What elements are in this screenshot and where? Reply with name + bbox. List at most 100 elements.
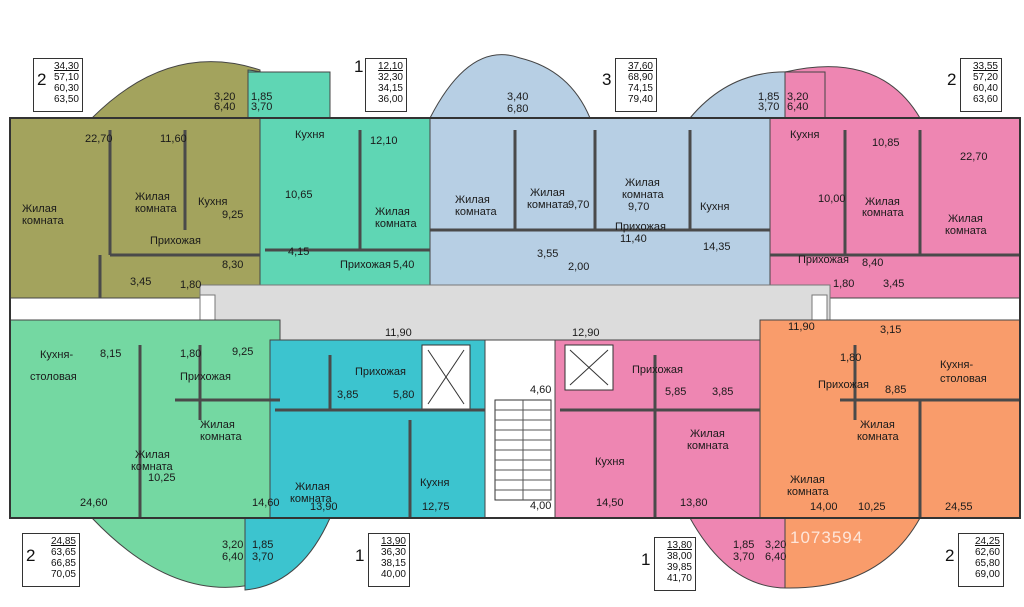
area-value: 3,70	[251, 101, 272, 113]
room-count: 3	[602, 70, 612, 89]
area-value: 13,80	[680, 497, 708, 509]
apt-top-pink-balcony	[784, 71, 826, 119]
area-value: 3,20	[214, 91, 235, 103]
label-room: Жилая	[625, 177, 660, 189]
area-value: 8,85	[885, 384, 906, 396]
label-hall: Прихожая	[632, 364, 683, 376]
area-value: 4,00	[530, 500, 551, 512]
area-value: 10,25	[858, 501, 886, 513]
room-count: 2	[947, 70, 957, 89]
interior-walls	[98, 130, 1020, 518]
label-room2: комната	[131, 461, 173, 473]
total-area: 63,65	[50, 547, 76, 558]
label-room: Жилая	[948, 213, 983, 225]
area-value: 4,15	[288, 246, 309, 258]
label-room: Жилая	[135, 191, 170, 203]
label-kitchen: Кухня	[295, 129, 324, 141]
area-with-loggia: 36,00	[377, 94, 403, 105]
total-area: 62,60	[974, 547, 1000, 558]
living-area: 12,10	[377, 61, 403, 72]
area-value: 3,70	[252, 551, 273, 563]
apartment-summary-bottom-c1: 1 13,90 36,30 38,15 40,00	[355, 533, 410, 587]
label-room2: комната	[22, 215, 64, 227]
label-room2: комната	[200, 431, 242, 443]
area-value: 8,40	[862, 257, 883, 269]
area-with-loggia: 63,50	[53, 94, 79, 105]
bay-window-bottom-left-b	[244, 517, 331, 591]
total-area: 38,00	[666, 551, 692, 562]
area-value: 1,85	[733, 539, 754, 551]
label-kitchen-dining2: столовая	[940, 373, 987, 385]
area-value: 3,70	[733, 551, 754, 563]
area-value: 3,20	[765, 539, 786, 551]
area-value: 9,25	[222, 209, 243, 221]
area-with-balcony: 65,80	[974, 558, 1000, 569]
area-value: 8,30	[222, 259, 243, 271]
label-kitchen-dining: Кухня-	[40, 349, 73, 361]
area-with-loggia: 40,00	[380, 569, 406, 580]
living-area: 13,90	[380, 536, 406, 547]
apt-bottom-orange	[759, 319, 1021, 519]
area-value: 1,80	[180, 348, 201, 360]
label-room2: комната	[687, 440, 729, 452]
label-room2: комната	[375, 218, 417, 230]
apartment-summary-top-c1: 1 12,10 32,30 34,15 36,00	[354, 58, 407, 112]
area-value: 10,25	[148, 472, 176, 484]
room-count: 1	[355, 546, 365, 565]
room-count: 1	[354, 57, 364, 76]
area-value: 3,20	[787, 91, 808, 103]
area-value: 1,85	[251, 91, 272, 103]
label-hall: Прихожая	[818, 379, 869, 391]
apt-top-pink	[769, 117, 1021, 299]
area-value: 1,85	[758, 91, 779, 103]
area-with-balcony: 60,30	[53, 83, 79, 94]
area-value: 14,60	[252, 497, 280, 509]
watermark: 1073594	[790, 528, 864, 547]
area-value: 1,80	[180, 279, 201, 291]
area-value: 22,70	[85, 133, 113, 145]
label-room: Жилая	[455, 194, 490, 206]
apartment-summary-top-left: 2 34,30 57,10 60,30 63,50	[33, 58, 83, 112]
apt-top-left-balcony	[247, 71, 331, 119]
area-value: 11,60	[160, 133, 187, 145]
total-area: 57,10	[53, 72, 79, 83]
area-values: 22,70 11,60 9,25 8,30 3,45 1,80 3,20 6,4…	[80, 91, 988, 563]
total-area: 57,20	[972, 72, 998, 83]
area-value: 3,45	[883, 278, 904, 290]
area-with-loggia: 69,00	[974, 569, 1000, 580]
area-value: 6,40	[222, 551, 243, 563]
area-value: 2,00	[568, 261, 589, 273]
area-with-loggia: 70,05	[50, 569, 76, 580]
area-value: 1,85	[252, 539, 273, 551]
area-with-balcony: 39,85	[666, 562, 692, 573]
living-area: 24,25	[974, 536, 1000, 547]
area-with-loggia: 79,40	[627, 94, 653, 105]
area-value: 6,40	[787, 101, 808, 113]
area-value: 10,85	[872, 137, 900, 149]
area-value: 3,85	[712, 386, 733, 398]
label-room2: комната	[622, 189, 664, 201]
total-area: 36,30	[380, 547, 406, 558]
living-area: 13,80	[666, 540, 692, 551]
label-room2: комната	[945, 225, 987, 237]
apartment-summary-top-right: 2 33,55 57,20 60,40 63,60	[947, 58, 1002, 112]
label-hall: Прихожая	[150, 235, 201, 247]
area-value: 9,70	[628, 201, 649, 213]
area-value: 3,85	[337, 389, 358, 401]
area-with-balcony: 66,85	[50, 558, 76, 569]
label-kitchen: Кухня	[198, 196, 227, 208]
area-value: 6,40	[214, 101, 235, 113]
area-value: 9,70	[568, 199, 589, 211]
area-value: 3,45	[130, 276, 151, 288]
label-room: Жилая	[200, 419, 235, 431]
label-room: Жилая	[865, 196, 900, 208]
area-value: 5,85	[665, 386, 686, 398]
label-room: Жилая	[860, 419, 895, 431]
corridor-area: 11,90	[788, 321, 815, 333]
label-hall: Прихожая	[180, 371, 231, 383]
label-room: Жилая	[22, 203, 57, 215]
corridor	[199, 284, 831, 341]
label-room: Жилая	[295, 481, 330, 493]
